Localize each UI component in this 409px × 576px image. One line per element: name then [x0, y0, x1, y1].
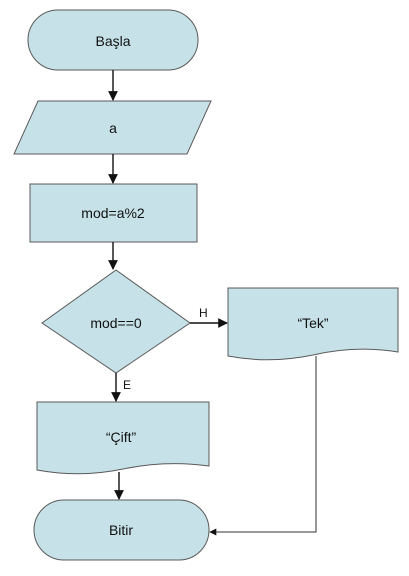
output-odd-label: “Tek”	[297, 315, 328, 331]
output-odd-document-shape	[227, 287, 399, 361]
node-output-even: “Çift”	[36, 401, 210, 475]
node-start: Başla	[27, 9, 199, 71]
node-output-odd: “Tek”	[227, 287, 399, 361]
input-parallelogram-shape	[13, 100, 212, 155]
end-label: Bitir	[109, 522, 133, 538]
edge-label-no: H	[199, 306, 208, 320]
input-label: a	[109, 120, 117, 136]
output-even-document-shape	[36, 401, 210, 475]
process-label: mod=a%2	[81, 205, 145, 221]
output-even-label: “Çift”	[106, 429, 137, 445]
end-terminator-shape	[33, 499, 210, 561]
edge-label-yes: E	[123, 378, 131, 392]
node-input: a	[13, 100, 212, 155]
node-end: Bitir	[33, 499, 210, 561]
process-rectangle-shape	[29, 183, 198, 243]
start-label: Başla	[95, 33, 130, 49]
edge-output-odd-to-end	[209, 356, 317, 536]
node-process: mod=a%2	[29, 183, 198, 243]
node-decision: mod==0	[41, 269, 191, 374]
decision-label: mod==0	[90, 315, 142, 331]
